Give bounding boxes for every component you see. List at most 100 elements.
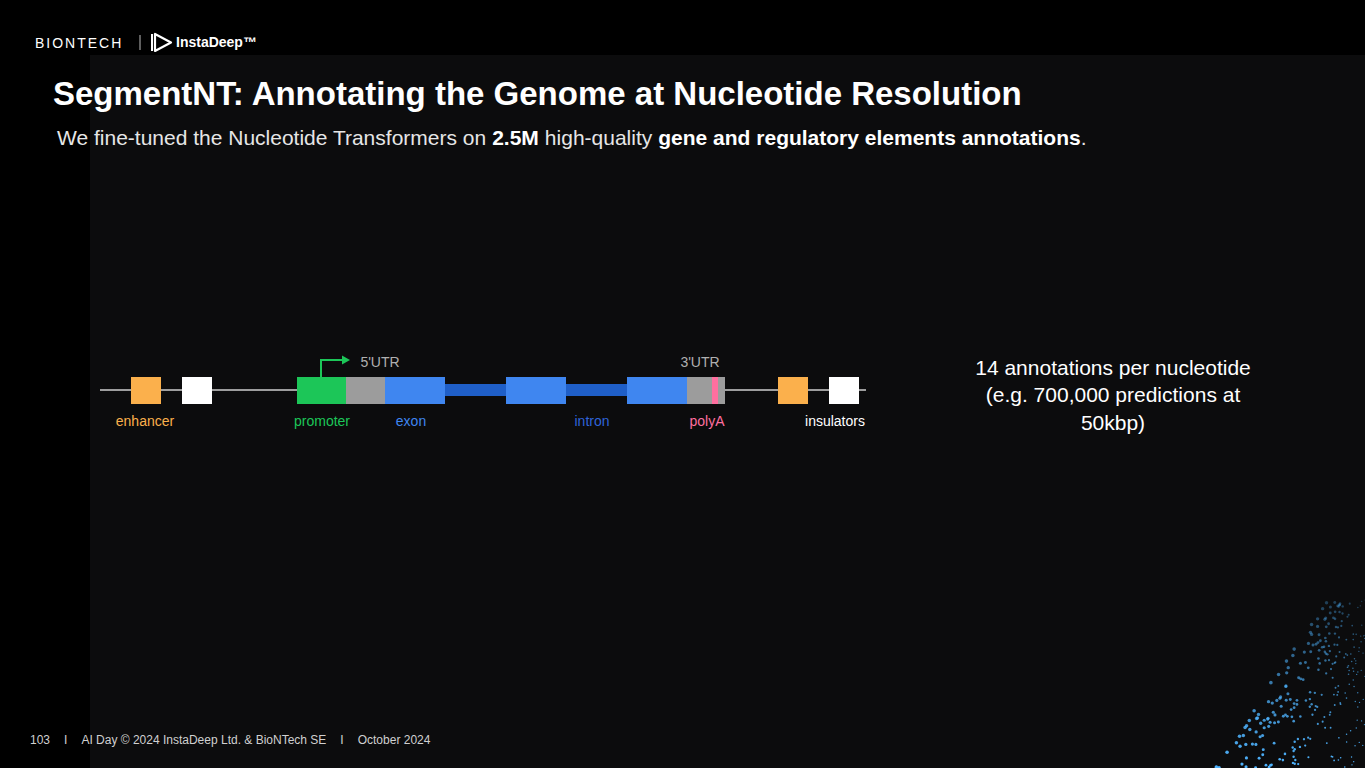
footer-text: AI Day © 2024 InstaDeep Ltd. & BioNTech … (81, 733, 326, 747)
particle-dot (1316, 617, 1319, 620)
particle-dot (1271, 701, 1274, 704)
particle-dot (1348, 673, 1350, 675)
particle-dot (1299, 715, 1302, 718)
particle-dot (1273, 713, 1276, 716)
particle-dot (1316, 625, 1319, 628)
element-label: insulators (805, 413, 865, 429)
particle-dot (1291, 654, 1294, 657)
particle-dot (1307, 737, 1309, 739)
particle-dot (1348, 683, 1350, 685)
particle-dot (1307, 642, 1310, 645)
particle-dot (1259, 735, 1262, 738)
particle-dot (1273, 721, 1276, 724)
utr-label: 3'UTR (680, 354, 719, 370)
particle-dot (1285, 671, 1288, 674)
particle-dot (1256, 716, 1259, 719)
particle-dot (1299, 662, 1302, 665)
particle-dot (1354, 658, 1356, 660)
particle-dot (1267, 725, 1270, 728)
particle-dot (1357, 671, 1358, 672)
particle-dot (1336, 644, 1338, 646)
particle-dot (1252, 709, 1256, 713)
particle-dot (1248, 728, 1251, 731)
particle-dot (1351, 661, 1353, 663)
intron-bar (445, 384, 506, 396)
particle-dot (1333, 694, 1335, 696)
particle-dot (1318, 633, 1321, 636)
particle-dot (1364, 676, 1365, 677)
element-label: exon (396, 413, 426, 429)
particle-dot (1324, 659, 1326, 661)
particle-dot (1355, 701, 1356, 702)
particle-dot (1303, 650, 1306, 653)
particle-dot (1317, 669, 1320, 672)
particle-dot (1363, 635, 1364, 636)
footer-separator: I (64, 733, 67, 747)
tss-arrow (321, 360, 343, 377)
particle-dot (1340, 757, 1342, 759)
particle-dot (1329, 612, 1332, 615)
particle-dot (1351, 756, 1352, 757)
exon-box (627, 377, 687, 404)
particle-dot (1286, 715, 1289, 718)
particle-dot (1291, 746, 1293, 748)
particle-dot (1361, 601, 1362, 602)
element-label: promoter (294, 413, 350, 429)
particle-dot (1329, 605, 1332, 608)
particle-dot (1324, 727, 1326, 729)
particle-dot (1359, 742, 1360, 743)
particle-dot (1348, 665, 1350, 667)
particle-dot (1272, 711, 1275, 714)
particle-dot (1351, 625, 1353, 627)
subtitle-line: We fine-tuned the Nucleotide Transformer… (57, 126, 1087, 150)
utr3-box (718, 377, 725, 404)
intron-bar (566, 384, 627, 396)
particle-dot (1356, 674, 1357, 675)
particle-dot (1322, 721, 1324, 723)
particle-dot (1354, 745, 1355, 746)
particle-dot (1242, 734, 1245, 737)
particle-dot (1292, 762, 1294, 764)
particle-dot (1296, 703, 1299, 706)
particle-dot (1238, 735, 1242, 739)
gene-illustration (100, 356, 866, 405)
particle-dot (1325, 625, 1328, 628)
page-number: 103 (30, 733, 50, 747)
particle-dot (1287, 666, 1290, 669)
particle-dot (1353, 686, 1354, 687)
content-panel (90, 55, 1365, 768)
tss-arrowhead (342, 356, 350, 365)
particle-dot (1332, 663, 1334, 665)
particle-dot (1329, 714, 1331, 716)
particle-dot (1337, 685, 1339, 687)
particle-dot (1261, 753, 1264, 756)
particle-dot (1299, 677, 1302, 680)
particle-dot (1347, 666, 1349, 668)
particle-dot (1361, 670, 1362, 671)
particle-dot (1258, 757, 1261, 760)
exon-box (385, 377, 445, 404)
particle-dot (1263, 726, 1266, 729)
particle-dot (1280, 705, 1283, 708)
particle-dot (1333, 760, 1335, 762)
particle-dot (1238, 745, 1241, 748)
particle-dot (1269, 764, 1272, 767)
particle-dot (1278, 697, 1281, 700)
insulator-box (182, 377, 212, 404)
particle-dot (1334, 632, 1336, 634)
footer-line: 103 I AI Day © 2024 InstaDeep Ltd. & BioNT… (30, 733, 430, 747)
particle-dot (1286, 692, 1289, 695)
particle-dot (1353, 761, 1354, 762)
particle-dot (1344, 692, 1346, 694)
particle-dot (1305, 699, 1308, 702)
particle-dot (1346, 616, 1348, 618)
particle-dot (1341, 605, 1343, 607)
particle-dot (1321, 694, 1323, 696)
particle-dot (1333, 644, 1335, 646)
particle-dot (1293, 740, 1295, 742)
particle-dot (1332, 677, 1334, 679)
particle-dot (1291, 715, 1294, 718)
particle-dot (1328, 659, 1330, 661)
particle-dot (1315, 705, 1317, 707)
particle-dot (1360, 635, 1361, 636)
